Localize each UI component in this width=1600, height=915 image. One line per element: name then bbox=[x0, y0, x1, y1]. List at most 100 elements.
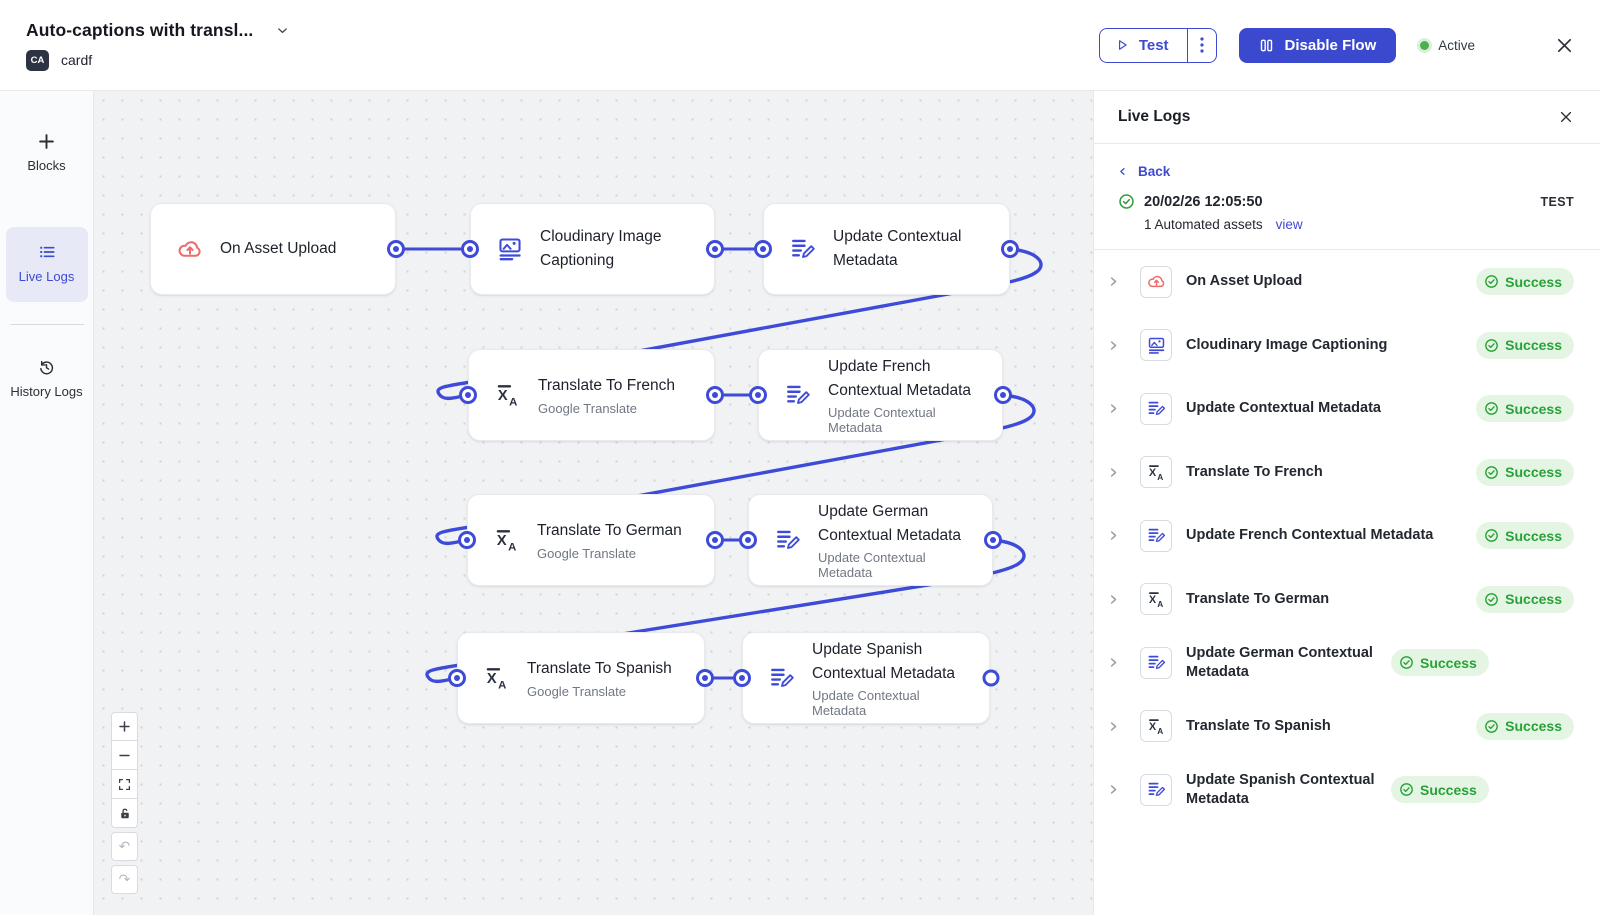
panel-header: Live Logs bbox=[1094, 91, 1600, 144]
node-title: On Asset Upload bbox=[220, 239, 337, 257]
header-actions: Test Disable Flow Active bbox=[1098, 27, 1574, 63]
sidebar-item-live-logs[interactable]: Live Logs bbox=[5, 227, 88, 303]
run-tag: TEST bbox=[1540, 194, 1574, 209]
log-item-translate-to-german[interactable]: Translate To German Success bbox=[1094, 568, 1600, 632]
log-steps-list: On Asset Upload Success Cloudinary Image… bbox=[1094, 250, 1600, 915]
translate-icon bbox=[1147, 590, 1166, 609]
step-icon-box bbox=[1140, 456, 1172, 489]
metadata-edit-icon bbox=[769, 665, 795, 691]
flow-status: Active bbox=[1420, 38, 1475, 53]
live-logs-panel: Live Logs Back 20/02/26 12:05:50 TEST 1 … bbox=[1093, 91, 1600, 915]
node-on-asset-upload[interactable]: On Asset Upload bbox=[150, 203, 396, 295]
log-item-cloudinary-image-captioning[interactable]: Cloudinary Image Captioning Success bbox=[1094, 314, 1600, 378]
node-update-german-contextual-metadata[interactable]: Update German Contextual Metadata Update… bbox=[748, 494, 993, 586]
log-item-translate-to-spanish[interactable]: Translate To Spanish Success bbox=[1094, 695, 1600, 759]
log-item-update-spanish-contextual-metadata[interactable]: Update Spanish Contextual Metadata Succe… bbox=[1094, 758, 1600, 822]
success-check-icon bbox=[1484, 465, 1499, 480]
metadata-edit-icon bbox=[1147, 526, 1166, 545]
node-subtitle: Google Translate bbox=[537, 545, 637, 561]
node-translate-to-french[interactable]: Translate To French Google Translate bbox=[468, 349, 715, 441]
node-title: Translate To German bbox=[537, 522, 682, 540]
undo-button[interactable]: ↶ bbox=[111, 832, 138, 861]
avatar: CA bbox=[26, 49, 49, 71]
canvas-toolbar: ↶ ↷ bbox=[111, 712, 138, 894]
test-split-button: Test bbox=[1098, 27, 1217, 63]
log-item-update-contextual-metadata[interactable]: Update Contextual Metadata Success bbox=[1094, 377, 1600, 441]
upload-cloud-icon bbox=[1147, 272, 1166, 291]
success-check-icon bbox=[1484, 719, 1499, 734]
flow-canvas[interactable]: On Asset Upload Cloudinary Image Caption… bbox=[94, 91, 1093, 915]
test-button[interactable]: Test bbox=[1100, 29, 1187, 62]
rail-divider bbox=[9, 324, 84, 326]
close-icon bbox=[1557, 38, 1572, 52]
success-check-icon bbox=[1399, 655, 1414, 670]
translate-icon bbox=[495, 382, 521, 408]
pause-icon bbox=[1260, 39, 1272, 51]
step-icon-box bbox=[1140, 710, 1172, 743]
redo-icon: ↷ bbox=[118, 871, 131, 887]
chevron-right-icon bbox=[1108, 276, 1120, 287]
lock-canvas-button[interactable] bbox=[111, 799, 138, 828]
node-update-french-contextual-metadata[interactable]: Update French Contextual Metadata Update… bbox=[758, 349, 1003, 441]
metadata-edit-icon bbox=[790, 236, 816, 262]
left-rail: Blocks Live Logs History Logs bbox=[0, 91, 94, 915]
status-badge: Success bbox=[1476, 712, 1574, 740]
view-assets-link[interactable]: view bbox=[1275, 217, 1303, 232]
sidebar-item-blocks[interactable]: Blocks bbox=[6, 121, 88, 187]
log-item-update-german-contextual-metadata[interactable]: Update German Contextual Metadata Succes… bbox=[1094, 631, 1600, 695]
chevron-right-icon bbox=[1108, 403, 1120, 414]
header: Auto-captions with transl... CA cardf Te… bbox=[0, 0, 1600, 91]
status-badge: Success bbox=[1476, 395, 1574, 423]
editor-body: Blocks Live Logs History Logs bbox=[0, 91, 1600, 915]
node-update-spanish-contextual-metadata[interactable]: Update Spanish Contextual Metadata Updat… bbox=[742, 632, 990, 724]
sidebar-item-history-logs[interactable]: History Logs bbox=[6, 347, 88, 413]
redo-button[interactable]: ↷ bbox=[111, 865, 138, 894]
status-badge: Success bbox=[1476, 268, 1574, 296]
node-subtitle: Update Contextual Metadata bbox=[812, 688, 920, 719]
kebab-icon bbox=[1199, 37, 1204, 53]
run-timestamp: 20/02/26 12:05:50 bbox=[1144, 193, 1263, 210]
node-subtitle: Update Contextual Metadata bbox=[828, 405, 936, 436]
close-editor-button[interactable] bbox=[1555, 36, 1574, 55]
status-badge: Success bbox=[1391, 776, 1489, 804]
log-item-translate-to-french[interactable]: Translate To French Success bbox=[1094, 441, 1600, 505]
status-badge: Success bbox=[1476, 458, 1574, 486]
header-left: Auto-captions with transl... CA cardf bbox=[26, 20, 290, 71]
node-title: Update German Contextual Metadata bbox=[818, 502, 962, 544]
back-button[interactable]: Back bbox=[1094, 144, 1600, 183]
node-translate-to-german[interactable]: Translate To German Google Translate bbox=[467, 494, 715, 586]
log-item-on-asset-upload[interactable]: On Asset Upload Success bbox=[1094, 250, 1600, 314]
node-title: Update Spanish Contextual Metadata bbox=[812, 640, 956, 682]
log-item-update-french-contextual-metadata[interactable]: Update French Contextual Metadata Succes… bbox=[1094, 504, 1600, 568]
node-update-contextual-metadata[interactable]: Update Contextual Metadata bbox=[763, 203, 1010, 295]
page-title: Auto-captions with transl... bbox=[26, 19, 254, 40]
fit-view-icon bbox=[118, 778, 131, 791]
step-icon-box bbox=[1140, 583, 1172, 616]
metadata-edit-icon bbox=[785, 382, 811, 408]
node-cloudinary-image-captioning[interactable]: Cloudinary Image Captioning bbox=[470, 203, 715, 295]
fit-view-button[interactable] bbox=[111, 770, 138, 799]
close-panel-button[interactable] bbox=[1558, 109, 1574, 125]
step-icon-box bbox=[1140, 519, 1172, 552]
success-check-icon bbox=[1484, 528, 1499, 543]
disable-flow-button[interactable]: Disable Flow bbox=[1238, 27, 1397, 63]
play-icon bbox=[1118, 40, 1127, 50]
status-badge: Success bbox=[1476, 331, 1574, 359]
owner-name: cardf bbox=[61, 52, 93, 68]
zoom-out-button[interactable] bbox=[111, 741, 138, 770]
assets-summary: 1 Automated assets bbox=[1144, 217, 1263, 232]
live-logs-icon bbox=[38, 243, 56, 261]
chevron-right-icon bbox=[1108, 657, 1120, 668]
zoom-in-button[interactable] bbox=[111, 712, 138, 741]
test-menu-button[interactable] bbox=[1186, 28, 1216, 62]
node-translate-to-spanish[interactable]: Translate To Spanish Google Translate bbox=[457, 632, 705, 724]
node-title: Cloudinary Image Captioning bbox=[540, 227, 662, 269]
panel-title: Live Logs bbox=[1118, 108, 1191, 125]
flow-title-dropdown[interactable]: Auto-captions with transl... bbox=[26, 20, 290, 41]
chevron-right-icon bbox=[1108, 594, 1120, 605]
success-check-icon bbox=[1484, 338, 1499, 353]
success-check-icon bbox=[1484, 274, 1499, 289]
status-badge: Success bbox=[1476, 522, 1574, 550]
success-check-icon bbox=[1118, 193, 1135, 210]
